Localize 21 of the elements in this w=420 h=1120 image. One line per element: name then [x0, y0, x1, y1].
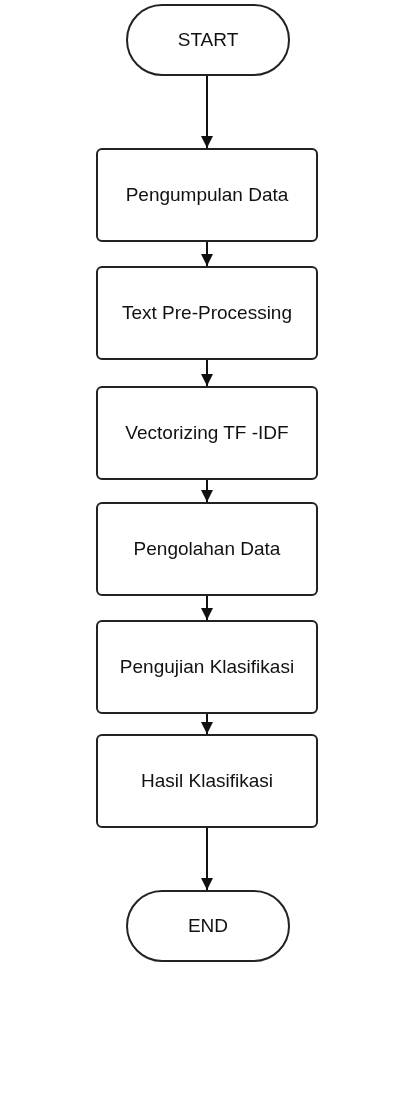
process-box: [96, 734, 318, 828]
arrow: [201, 713, 213, 735]
arrow: [201, 359, 213, 387]
arrow: [201, 241, 213, 267]
arrow: [201, 827, 213, 891]
process-box: [96, 386, 318, 480]
process-box: [96, 502, 318, 596]
node-label: Pengujian Klasifikasi: [119, 656, 295, 678]
arrow: [201, 595, 213, 621]
node-label: START: [177, 29, 239, 51]
node-label: END: [187, 915, 229, 937]
node-label: Vectorizing TF -IDF: [125, 422, 289, 444]
process-box: [96, 148, 318, 242]
node-label: Hasil Klasifikasi: [141, 770, 273, 792]
node-label: Text Pre-Processing: [122, 302, 292, 324]
arrow: [201, 479, 213, 503]
process-box: [96, 266, 318, 360]
node-label: Pengolahan Data: [133, 538, 281, 560]
node-label: Pengumpulan Data: [125, 184, 289, 206]
arrow: [201, 75, 213, 149]
process-box: [96, 620, 318, 714]
